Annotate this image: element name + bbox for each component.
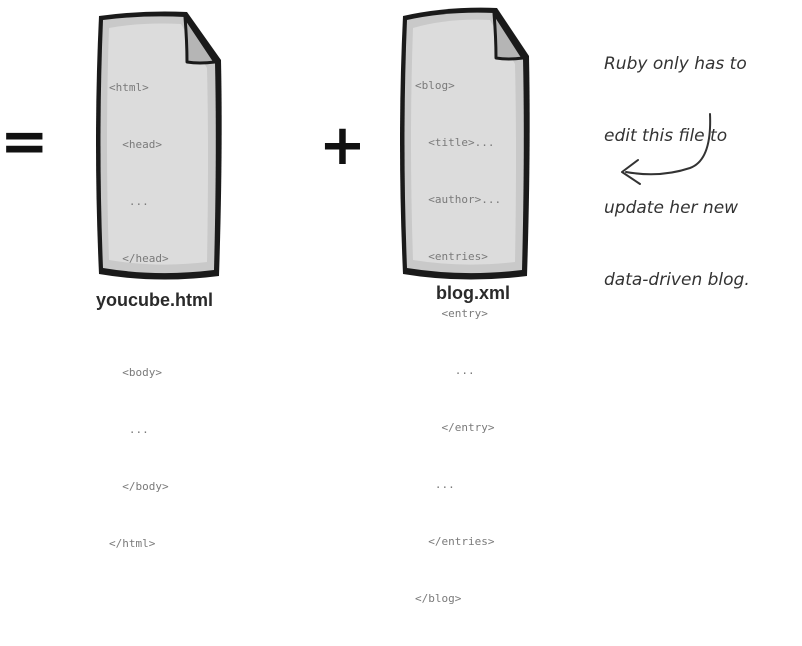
code-line: ... — [415, 478, 455, 491]
code-line: <head> — [109, 138, 162, 151]
annotation-line: edit this file to — [604, 126, 728, 146]
code-line: <entry> — [415, 307, 488, 320]
xml-code-block: <blog> <title>... <author>... <entries> … — [415, 38, 501, 646]
code-line: </entries> — [415, 535, 495, 548]
code-line: ... — [109, 423, 149, 436]
code-line: <title>... — [415, 136, 495, 149]
code-line: <entries> — [415, 250, 488, 263]
code-line: </html> — [109, 537, 156, 550]
code-line: </blog> — [415, 592, 462, 605]
pointer-arrow-icon — [621, 113, 712, 185]
code-line: <body> — [109, 366, 162, 379]
code-line: <author>... — [415, 193, 502, 206]
paper-icon — [96, 11, 222, 280]
code-line: ... — [415, 364, 475, 377]
code-line: </entry> — [415, 421, 495, 434]
youcube-html-document: <html> <head> ... </head> <body> ... </b… — [87, 2, 227, 550]
code-line: </head> — [109, 252, 169, 265]
annotation-line: update her new — [604, 198, 739, 218]
youcube-html-filename: youcube.html — [96, 290, 214, 310]
code-line: <html> — [109, 81, 149, 94]
blog-xml-document: <blog> <title>... <author>... <entries> … — [393, 0, 533, 605]
blog-xml-filename: blog.xml — [436, 283, 511, 303]
annotation-line: data-driven blog. — [604, 270, 750, 290]
code-line: <blog> — [415, 79, 455, 92]
code-line: ... — [109, 195, 149, 208]
html-code-block: <html> <head> ... </head> <body> ... </b… — [109, 40, 169, 591]
equals-sign: = — [0, 107, 49, 175]
code-line: </body> — [109, 480, 169, 493]
annotation-line: Ruby only has to — [604, 54, 747, 74]
paper-icon — [400, 7, 530, 280]
annotation-note: Ruby only has to edit this file to updat… — [604, 4, 750, 316]
plus-sign: + — [319, 113, 366, 178]
